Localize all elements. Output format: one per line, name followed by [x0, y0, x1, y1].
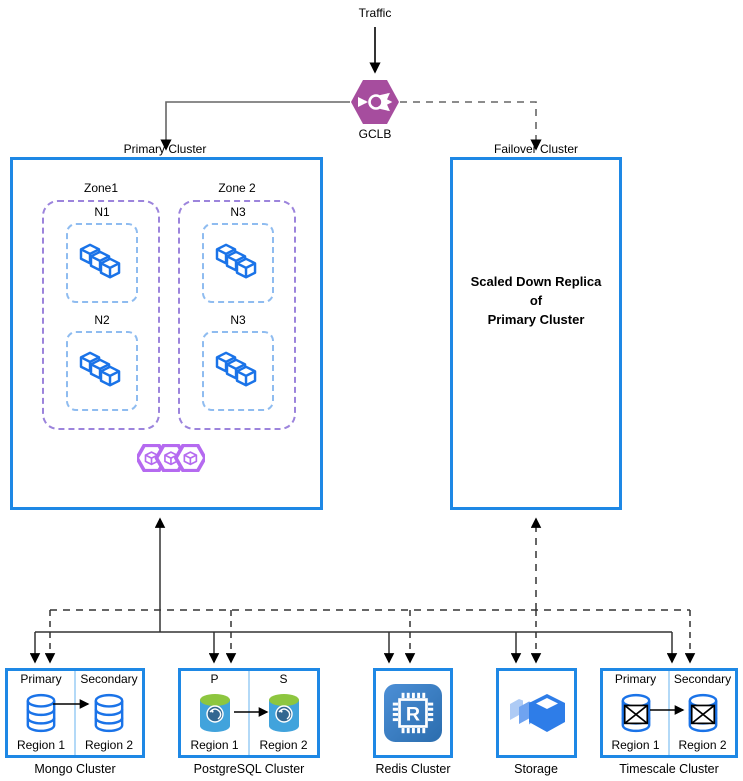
timescale-region2-label: Region 2 — [678, 738, 727, 752]
redis-cluster-box: R — [373, 668, 453, 758]
pods-icon — [215, 243, 261, 283]
zone-2-label: Zone 2 — [218, 181, 256, 195]
gclb-label: GCLB — [358, 127, 392, 141]
redis-cluster-title: Redis Cluster — [375, 762, 451, 776]
traffic-label: Traffic — [358, 6, 392, 20]
node-n3-b: N3 — [202, 313, 274, 411]
workloads-icon — [137, 444, 205, 472]
zone-2-box: N3 N3 — [178, 200, 296, 430]
pods-icon — [215, 351, 261, 391]
zone-2: Zone 2 N3 N3 — [178, 181, 296, 430]
redis-memorystore-icon: R — [384, 684, 442, 742]
node-n1: N1 — [66, 205, 138, 303]
zone-1: Zone1 N1 N2 — [42, 181, 160, 430]
postgresql-icon — [198, 692, 232, 734]
postgresql-secondary-label: S — [279, 672, 288, 686]
redis-letter: R — [406, 703, 420, 725]
pods-icon — [79, 351, 125, 391]
mongo-region2-label: Region 2 — [84, 738, 134, 752]
pods-icon — [79, 243, 125, 283]
postgresql-cluster-box: P Region 1 S — [178, 668, 320, 758]
mongo-database-icon — [25, 693, 57, 733]
postgresql-cluster-title: PostgreSQL Cluster — [193, 762, 305, 776]
failover-cluster-title: Failover Cluster — [493, 142, 579, 156]
timescale-cluster-box: Primary Region 1 Secondary Region 2 — [600, 668, 738, 758]
storage-icon — [505, 685, 569, 741]
postgresql-region2-label: Region 2 — [259, 738, 308, 752]
postgresql-primary-label: P — [210, 672, 219, 686]
mongo-secondary-label: Secondary — [80, 672, 138, 686]
timescale-cluster-title: Timescale Cluster — [619, 762, 719, 776]
primary-cluster-box: Zone1 N1 N2 — [10, 157, 323, 510]
mongo-cluster-title: Mongo Cluster — [34, 762, 116, 776]
node-n2: N2 — [66, 313, 138, 411]
mongo-region1-label: Region 1 — [16, 738, 66, 752]
timescale-primary-label: Primary — [614, 672, 657, 686]
node-n3-a: N3 — [202, 205, 274, 303]
mongo-primary-label: Primary — [20, 672, 62, 686]
gclb-icon — [351, 80, 399, 124]
timescale-secondary-label: Secondary — [673, 672, 732, 686]
primary-cluster-title: Primary Cluster — [123, 142, 207, 156]
postgresql-region1-label: Region 1 — [190, 738, 239, 752]
mongo-cluster-box: Primary Region 1 Secondary Region 2 — [5, 668, 145, 758]
zone-1-label: Zone1 — [83, 181, 119, 195]
postgresql-secondary-half: S Region 2 — [250, 671, 317, 755]
failover-cluster-box: Scaled Down Replica of Primary Cluster — [450, 157, 622, 510]
postgresql-primary-half: P Region 1 — [181, 671, 250, 755]
failover-description: Scaled Down Replica of Primary Cluster — [470, 274, 602, 327]
timescale-region1-label: Region 1 — [611, 738, 660, 752]
storage-title: Storage — [514, 762, 558, 776]
storage-box — [496, 668, 577, 758]
timescale-crossed-database-icon — [620, 693, 652, 733]
postgresql-icon — [267, 692, 301, 734]
timescale-crossed-database-icon — [687, 693, 719, 733]
timescale-secondary-half: Secondary Region 2 — [670, 671, 735, 755]
timescale-primary-half: Primary Region 1 — [603, 671, 670, 755]
zone-1-box: N1 N2 — [42, 200, 160, 430]
mongo-database-icon — [93, 693, 125, 733]
mongo-primary-half: Primary Region 1 — [8, 671, 76, 755]
mongo-secondary-half: Secondary Region 2 — [76, 671, 142, 755]
